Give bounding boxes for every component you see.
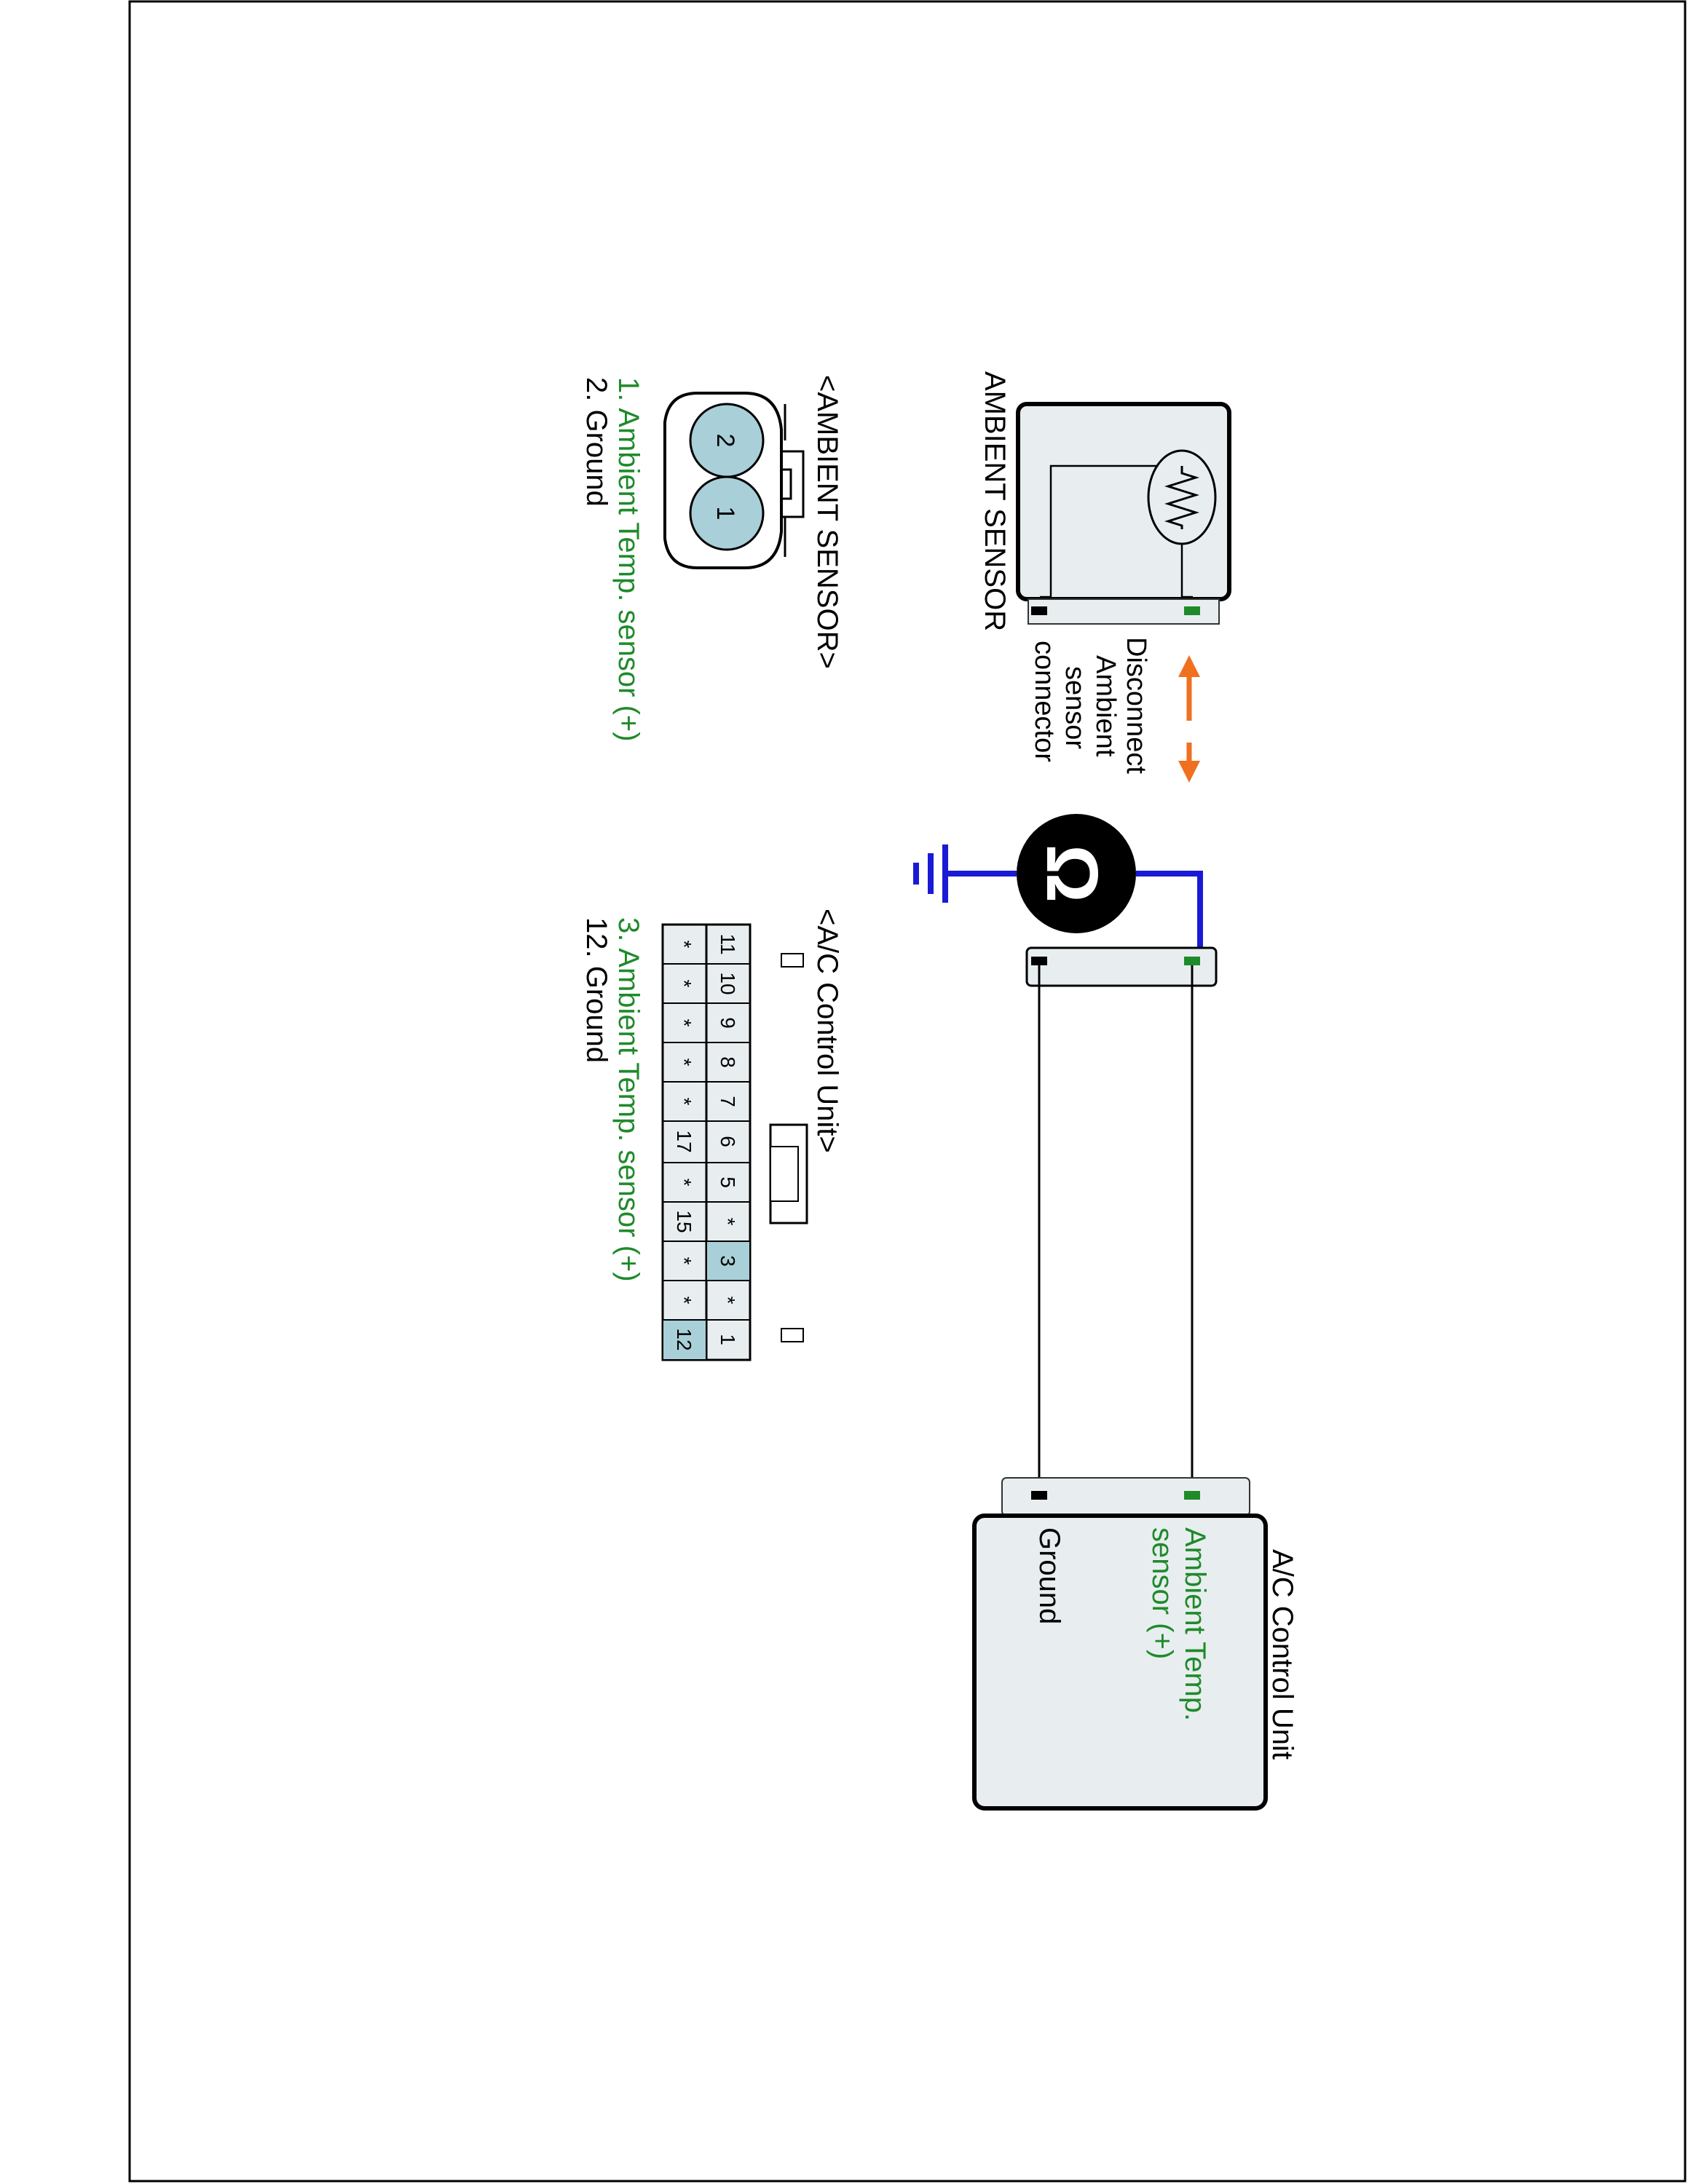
ac-pin-ground-label: Ground	[1033, 1527, 1065, 1624]
ambient-legend-2: 2. Ground	[580, 377, 612, 507]
svg-text:Ambient: Ambient	[1090, 655, 1121, 757]
ohmmeter-icon: Ω	[1017, 814, 1136, 933]
svg-text:connector: connector	[1029, 641, 1060, 762]
ac-pin: 9	[717, 1017, 739, 1029]
ambient-connector-face	[663, 392, 805, 569]
ac-pin: *	[673, 1059, 695, 1067]
ac-connector-top-row: 11 10 9 8 7 6 5 * 3 * 1	[717, 933, 739, 1345]
ac-pin: 10	[717, 972, 739, 994]
ac-pin: 15	[673, 1210, 695, 1233]
ac-pin: *	[673, 1098, 695, 1106]
harness-connector	[1025, 946, 1218, 987]
ac-pin: *	[717, 1297, 739, 1305]
ac-pin: *	[673, 1179, 695, 1187]
ac-pin: *	[673, 1019, 695, 1027]
ac-pin: *	[717, 1218, 739, 1226]
ac-control-unit-box	[972, 1477, 1268, 1811]
meter-leads	[945, 871, 1203, 961]
ambient-sensor-box	[1016, 402, 1231, 625]
ground-symbol-icon	[913, 844, 948, 903]
disconnect-note: Disconnect Ambient sensor connector	[1029, 637, 1151, 774]
ambient-connector-title: <AMBIENT SENSOR>	[811, 375, 843, 669]
ac-connector-title: <A/C Control Unit>	[811, 909, 843, 1153]
ac-pin: 12	[673, 1328, 695, 1350]
ac-legend-1: 3. Ambient Temp. sensor (+)	[612, 917, 644, 1282]
sensor-pin-black	[1031, 606, 1047, 615]
ac-connector-face	[661, 923, 808, 1361]
ac-pin: 11	[717, 933, 739, 954]
ac-pin: 7	[717, 1096, 739, 1107]
ac-pin: *	[673, 941, 695, 949]
ac-pin: 3	[717, 1255, 739, 1267]
ac-legend-2: 12. Ground	[580, 917, 612, 1063]
svg-text:Disconnect: Disconnect	[1121, 637, 1151, 774]
ambient-pin-1: 1	[711, 507, 739, 521]
ac-pin: *	[673, 1297, 695, 1305]
thermistor-icon	[1147, 449, 1217, 545]
ac-pin-sensor-label: Ambient Temp.	[1179, 1527, 1211, 1721]
sensor-box-label: AMBIENT SENSOR	[979, 371, 1011, 631]
ambient-legend-1: 1. Ambient Temp. sensor (+)	[612, 377, 644, 742]
ac-connector-bottom-row: * * * * * 17 * 15 * * 12	[673, 941, 695, 1351]
ac-control-unit-title: A/C Control Unit	[1266, 1549, 1298, 1760]
ac-pin: 17	[673, 1130, 695, 1152]
svg-text:Ω: Ω	[1031, 844, 1113, 903]
disconnect-arrow-icon	[1178, 655, 1200, 783]
ac-pin: *	[673, 980, 695, 988]
ac-pin-sensor-label-2: sensor (+)	[1146, 1527, 1178, 1659]
ac-pin: *	[673, 1257, 695, 1265]
ac-pin: 8	[717, 1056, 739, 1068]
sensor-pin-green	[1184, 606, 1200, 615]
svg-text:sensor: sensor	[1060, 666, 1090, 749]
ac-pin: 6	[717, 1136, 739, 1147]
ac-pin: 5	[717, 1176, 739, 1188]
page-border	[128, 0, 1687, 2183]
ambient-pin-2: 2	[711, 434, 739, 448]
ac-pin: 1	[717, 1334, 739, 1345]
